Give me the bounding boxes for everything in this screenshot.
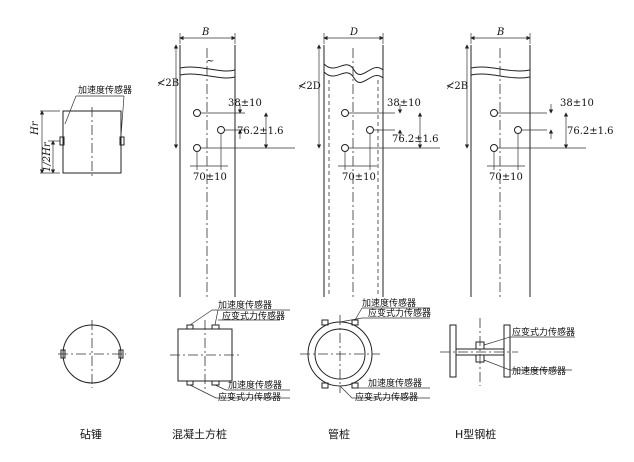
dim-38-concrete: 38±10	[228, 98, 262, 109]
anvil-plan	[58, 320, 126, 388]
anvil-accelerometer-label: 加速度传感器	[78, 84, 132, 96]
dim-2b-h: ≮2B	[446, 81, 468, 92]
concrete-pile-plan: 加速度传感器 应变式力传感器 加速度传感器 应变式力传感器	[170, 299, 290, 403]
concrete-accel-top: 加速度传感器	[218, 299, 272, 311]
caption-concrete-pile: 混凝土方桩	[172, 427, 227, 441]
caption-anvil: 砧锤	[80, 427, 102, 441]
svg-text:~: ~	[206, 56, 214, 67]
dim-hr: Hr	[30, 120, 41, 136]
caption-pipe-pile: 管桩	[328, 427, 350, 441]
dim-76-h: 76.2±1.6	[567, 126, 614, 137]
pipe-pile-elevation: D ≮2D 38±10 76.2±1.6 70±10	[298, 27, 440, 300]
dim-70-pipe: 70±10	[342, 172, 376, 183]
pipe-strain-top: 应变式力传感器	[368, 307, 431, 319]
concrete-pile-elevation: ~ B ≮2B 38±10 76.2±1.6 70±10	[157, 27, 295, 300]
dim-76-concrete: 76.2±1.6	[237, 126, 284, 137]
h-accel-label: 加速度传感器	[512, 365, 566, 377]
dim-b-h: B	[496, 27, 504, 38]
dim-38-h: 38±10	[560, 98, 594, 109]
h-pile-elevation: B ≮2B 38±10 76.2±1.6 70±10	[446, 27, 614, 300]
pipe-accel-bottom: 加速度传感器	[368, 377, 422, 389]
caption-h-pile: H型钢桩	[455, 427, 496, 441]
dim-2d-pipe: ≮2D	[298, 81, 321, 92]
pipe-pile-plan: 加速度传感器 应变式力传感器 加速度传感器 应变式力传感器	[300, 297, 431, 403]
h-strain-label: 应变式力传感器	[512, 326, 575, 338]
anvil-sensor-right	[119, 136, 125, 146]
pipe-strain-bottom: 应变式力传感器	[355, 391, 418, 403]
dim-d-pipe: D	[349, 27, 358, 38]
h-pile-plan: 应变式力传感器 加速度传感器	[440, 318, 575, 386]
pipe-accel-top: 加速度传感器	[362, 297, 416, 309]
dim-70-concrete: 70±10	[193, 172, 227, 183]
dim-38-pipe: 38±10	[387, 98, 421, 109]
concrete-strain-bottom: 应变式力传感器	[218, 391, 281, 403]
concrete-strain-top: 应变式力传感器	[222, 310, 285, 322]
anvil-elevation: 加速度传感器 Hr 1/2Hr	[30, 84, 132, 177]
concrete-accel-bottom: 加速度传感器	[228, 379, 282, 391]
dim-b-concrete: B	[201, 27, 209, 38]
dim-70-h: 70±10	[489, 172, 523, 183]
dim-76-pipe: 76.2±1.6	[392, 134, 439, 145]
dim-half-hr: 1/2Hr	[42, 141, 53, 172]
dim-2b-concrete: ≮2B	[157, 78, 179, 89]
